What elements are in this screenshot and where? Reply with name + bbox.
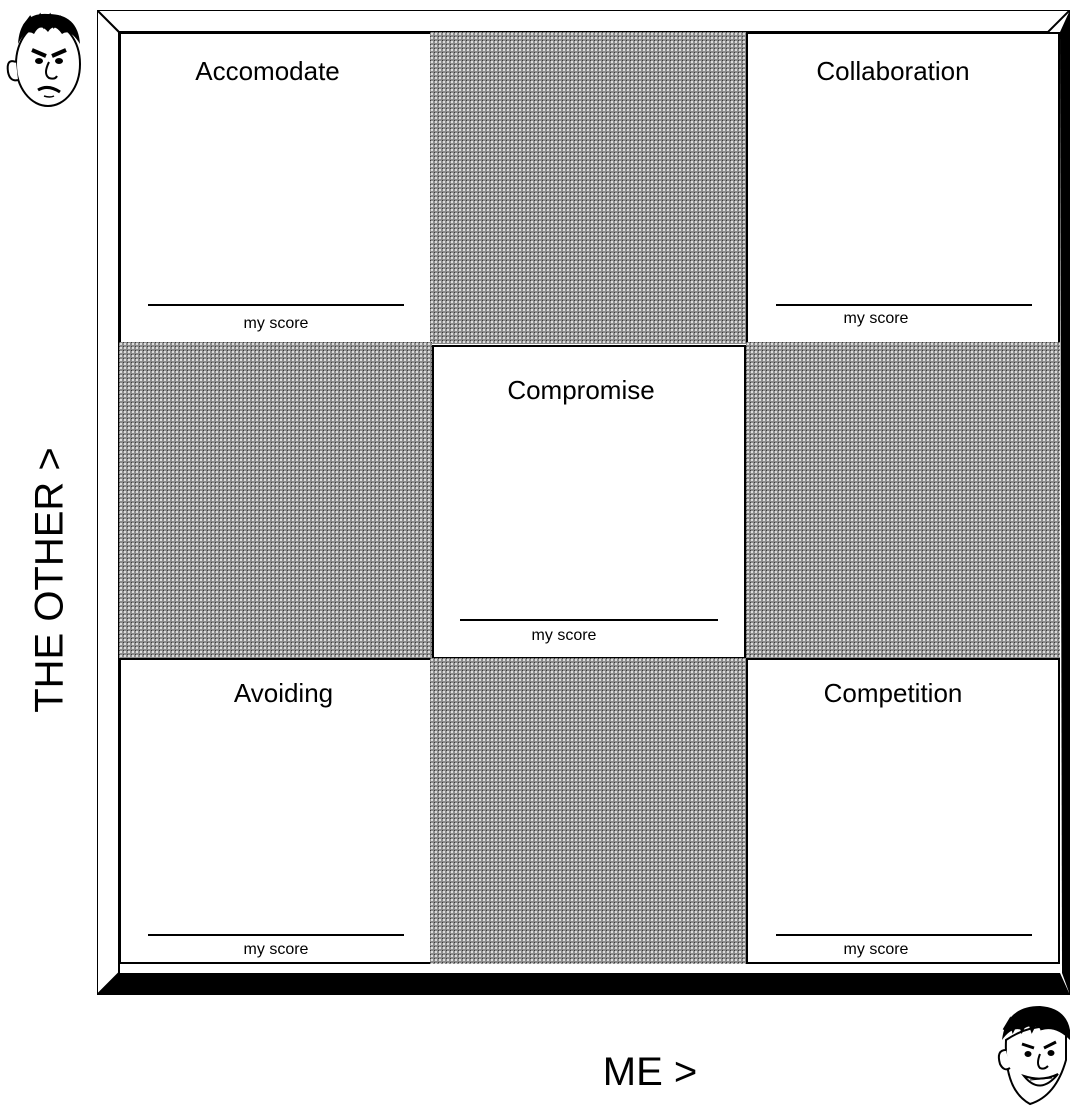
hatched-cell <box>119 342 432 660</box>
y-axis-label: THE OTHER > <box>10 380 90 780</box>
score-label: my score <box>243 941 309 958</box>
score-label: my score <box>843 310 909 327</box>
cell-title: Avoiding <box>233 678 334 708</box>
cell-compromise: Compromise my score <box>432 345 746 659</box>
cell-competition: Competition my score <box>746 658 1060 964</box>
cell-collaboration: Collaboration my score <box>746 32 1060 344</box>
y-axis-label-text: THE OTHER > <box>27 447 72 713</box>
score-line <box>148 304 404 306</box>
grinning-face-icon <box>997 1006 1070 1106</box>
score-label: my score <box>531 627 597 644</box>
hatched-cell <box>430 32 748 344</box>
hatched-cell <box>430 658 748 964</box>
hatched-cell <box>746 342 1060 660</box>
cell-avoiding: Avoiding my score <box>119 658 432 964</box>
score-line <box>776 304 1032 306</box>
cell-title: Accomodate <box>195 56 340 86</box>
cell-accommodate: Accomodate my score <box>119 32 432 344</box>
cell-title: Collaboration <box>816 56 970 86</box>
cell-title: Compromise <box>507 375 655 405</box>
angry-face-icon <box>6 12 81 107</box>
score-label: my score <box>243 315 309 332</box>
score-line <box>460 619 718 621</box>
cell-title: Competition <box>823 678 963 708</box>
score-line <box>148 934 404 936</box>
x-axis-label: ME > <box>602 1050 698 1094</box>
score-label: my score <box>843 941 909 958</box>
score-line <box>776 934 1032 936</box>
